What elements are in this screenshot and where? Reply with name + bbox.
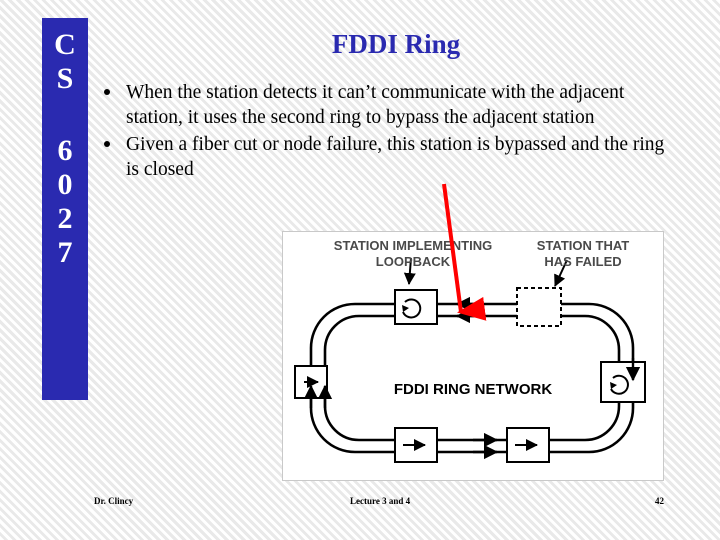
bullet-dot-icon (104, 89, 110, 95)
bullet-dot-icon (104, 141, 110, 147)
station-box-right (600, 361, 646, 403)
station-box-failed (516, 287, 562, 327)
bullet-text: When the station detects it can’t commun… (126, 82, 625, 128)
right-loopback-curve-icon (610, 374, 629, 395)
list-item: When the station detects it can’t commun… (96, 80, 674, 130)
sidebar-char-2: S (56, 62, 74, 95)
sidebar-char-3: 6 (57, 134, 73, 167)
figure-label-left-line1: STATION IMPLEMENTING (334, 238, 492, 253)
figure-label-right-line2: HAS FAILED (544, 254, 621, 269)
figure-label-right-line1: STATION THAT (537, 238, 629, 253)
bullet-list: When the station detects it can’t commun… (96, 80, 674, 184)
sidebar-course-code: C S 6 0 2 7 (42, 18, 88, 400)
bullet-text: Given a fiber cut or node failure, this … (126, 134, 665, 180)
list-item: Given a fiber cut or node failure, this … (96, 132, 674, 182)
footer-lecture: Lecture 3 and 4 (350, 496, 411, 506)
figure-label-left-line2: LOOPBACK (376, 254, 451, 269)
loopback-arrow-icon (402, 305, 409, 312)
callout-line-left (403, 257, 416, 285)
sidebar-char-1: C (54, 28, 76, 61)
fddi-ring-diagram: STATION IMPLEMENTING LOOPBACK STATION TH… (282, 231, 664, 481)
sidebar-char-6: 7 (57, 236, 73, 269)
sidebar-char-4: 0 (57, 168, 73, 201)
station-box-loopback (394, 289, 438, 325)
right-loopback-arrow-icon (610, 382, 617, 389)
callout-line-right (554, 259, 568, 287)
page-title: FDDI Ring (331, 29, 461, 59)
footer-author: Dr. Clincy (94, 496, 134, 506)
footer-page-number: 42 (655, 496, 664, 506)
figure-label-center: FDDI RING NETWORK (394, 381, 552, 398)
loopback-curve-icon (402, 298, 422, 319)
sidebar-char-5: 2 (57, 202, 73, 235)
